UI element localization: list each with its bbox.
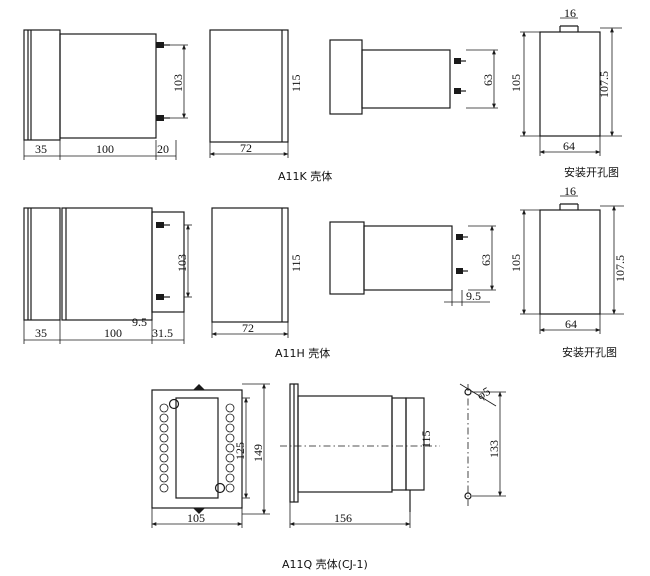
a11k-dim-20: 20 xyxy=(157,142,169,156)
a11q-front-view: 105 125 149 xyxy=(151,383,270,528)
a11k-caption: A11K 壳体 xyxy=(278,169,332,183)
a11q-dim-125: 125 xyxy=(233,442,247,460)
a11h-side-view: 35 100 9.5 31.5 103 xyxy=(23,207,192,344)
a11q-dim-115: 115 xyxy=(419,430,433,448)
a11h-caption: A11H 壳体 xyxy=(275,346,330,360)
a11k-dim-63: 63 xyxy=(481,74,495,86)
a11h-dim-63: 63 xyxy=(479,254,493,266)
a11h-dim-72: 72 xyxy=(242,321,254,335)
a11h-dim-103: 103 xyxy=(175,254,189,272)
a11q-terminal-column-left xyxy=(159,403,169,493)
a11q-caption: A11Q 壳体(CJ-1) xyxy=(282,557,368,571)
a11k-dim-100: 100 xyxy=(96,142,114,156)
a11h-dim-105: 105 xyxy=(509,254,523,272)
a11h-dim-107-5: 107.5 xyxy=(613,255,627,282)
a11h-panel-cutout: 16 105 107.5 64 xyxy=(509,184,627,334)
a11h-dim-35: 35 xyxy=(35,326,47,340)
a11h-dim-top-9-5: 9.5 xyxy=(466,289,481,303)
a11h-dim-64: 64 xyxy=(565,317,577,331)
a11q-dim-133: 133 xyxy=(487,440,501,458)
a11k-top-view: 63 xyxy=(329,39,498,115)
a11k-dim-35: 35 xyxy=(35,142,47,156)
a11h-front-view: 72 115 xyxy=(211,207,303,338)
a11q-dim-105: 105 xyxy=(187,511,205,525)
a11k-front-view: 72 115 xyxy=(209,29,303,158)
a11k-install-caption: 安装开孔图 xyxy=(564,165,619,179)
a11k-dim-105: 105 xyxy=(509,74,523,92)
a11h-dim-31-5: 31.5 xyxy=(152,326,173,340)
a11q-terminal-column-right xyxy=(225,403,235,493)
a11k-dim-16: 16 xyxy=(564,6,576,20)
a11k-dim-103: 103 xyxy=(171,74,185,92)
a11k-side-view: 35 100 20 103 xyxy=(23,29,188,160)
a11k-dim-107-5: 107.5 xyxy=(597,71,611,98)
a11q-side-view: 156 115 xyxy=(280,383,440,528)
a11k-panel-cutout: 16 105 107.5 64 xyxy=(509,6,622,156)
a11h-install-caption: 安装开孔图 xyxy=(562,345,617,359)
a11h-top-view: 63 9.5 xyxy=(329,221,496,306)
a11q-dim-156: 156 xyxy=(334,511,352,525)
a11h-dim-9-5: 9.5 xyxy=(132,315,147,329)
a11k-dim-72: 72 xyxy=(240,141,252,155)
a11h-dim-100: 100 xyxy=(104,326,122,340)
a11q-mounting-holes: 133 φ5 xyxy=(459,383,506,506)
a11q-dim-hole-dia: φ5 xyxy=(475,384,493,403)
a11h-dim-115: 115 xyxy=(289,254,303,272)
a11k-dim-115: 115 xyxy=(289,74,303,92)
a11q-dim-149: 149 xyxy=(251,444,265,462)
a11h-dim-16: 16 xyxy=(564,184,576,198)
a11k-dim-64: 64 xyxy=(563,139,575,153)
